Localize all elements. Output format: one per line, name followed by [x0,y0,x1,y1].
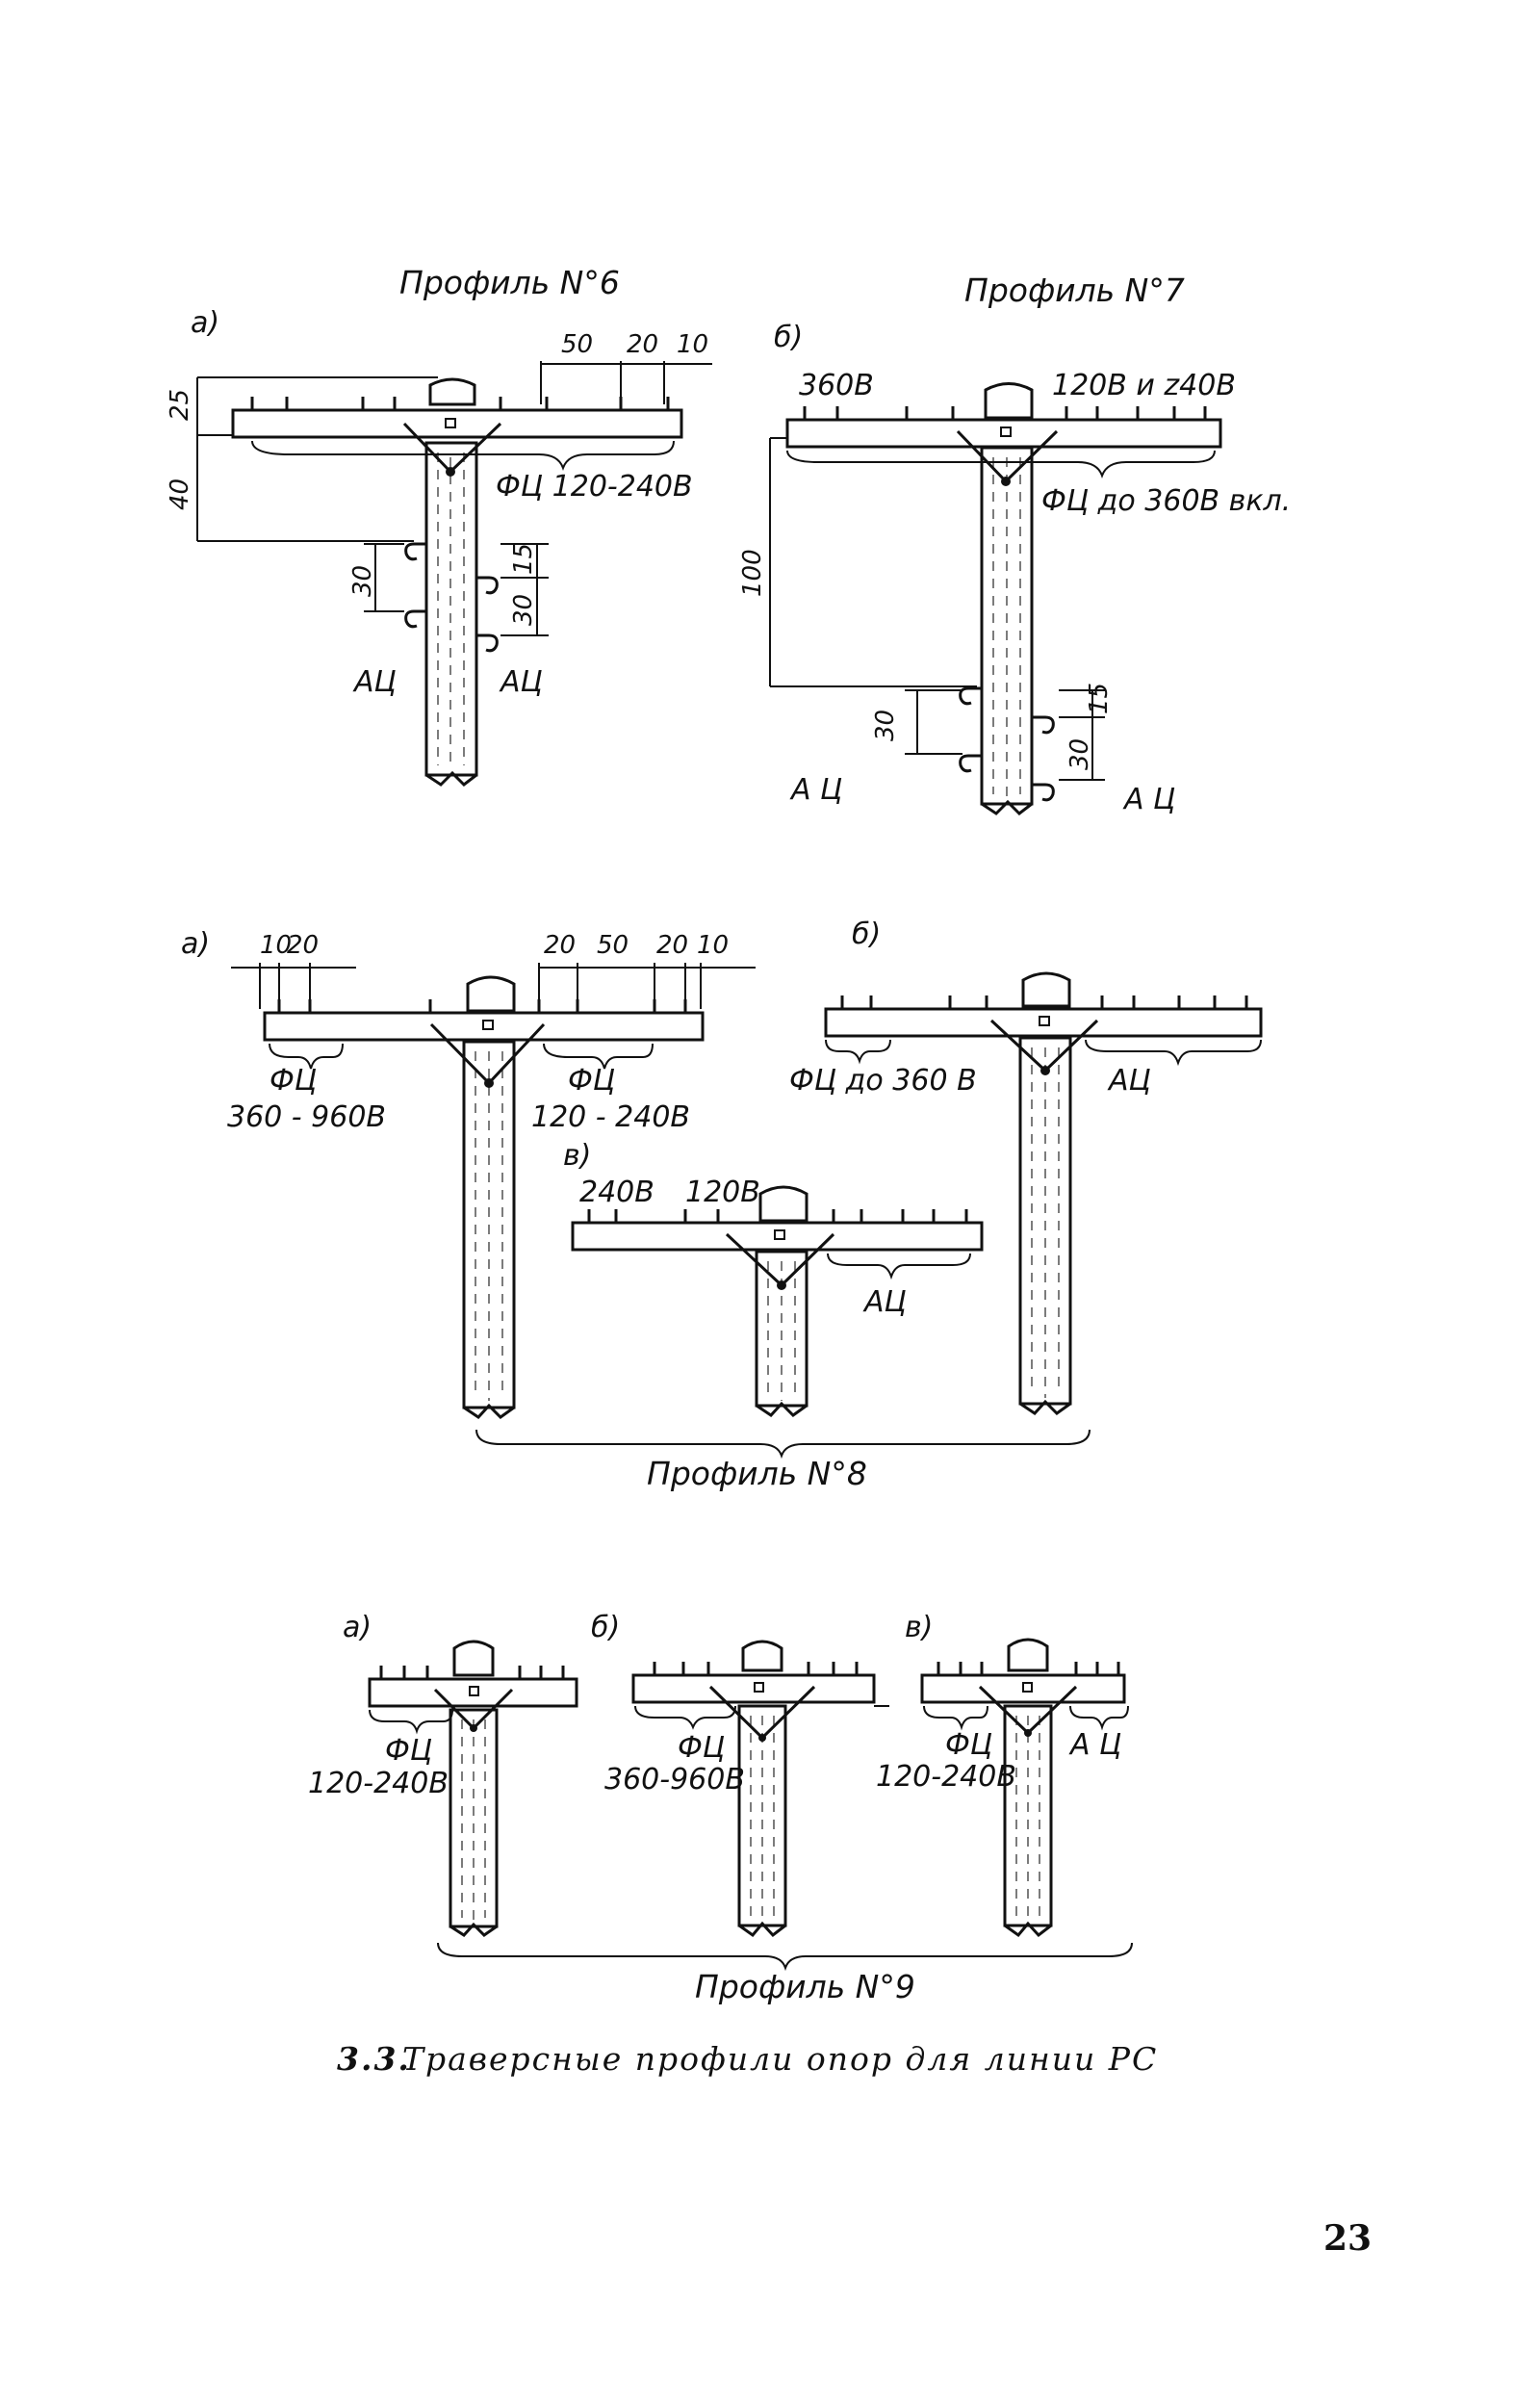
crossarm-8b [824,1007,1263,1038]
profile-8v-v1: 240В [579,1176,654,1209]
profile-9b: б) ФЦ 360-960В [591,1611,889,1938]
pole-7 [980,382,1034,815]
profile-8a-fc-left: ФЦ [270,1064,317,1098]
crossarm-9a [368,1677,578,1708]
dim-40: 40 [166,478,194,510]
pole-6 [424,377,478,787]
dim-25: 25 [166,389,194,421]
hooks-7 [959,686,1055,802]
dim-100: 100 [738,549,767,597]
dim-20: 20 [627,330,658,359]
hooks-6 [404,542,499,653]
fc-brace-6 [251,440,675,471]
profile-8b-letter: б) [852,918,881,951]
profile-7-ac-left: А Ц [789,773,842,807]
profile-9-brace [437,1942,1133,1972]
crossarm-7 [785,418,1222,449]
profile-8b-ac-label: АЦ [1107,1064,1151,1098]
profile-7-voltage-120-240: 120В и z40В [1052,369,1236,402]
hook-dim-30-right: 30 [509,594,538,626]
profile-8v-ac-label: АЦ [862,1285,907,1319]
hook-dim-15: 15 [509,543,538,575]
profile-6-title: Профиль N°6 [399,264,620,301]
profile-9b-range: 360-960В [604,1763,745,1797]
bolt-6 [445,418,456,428]
profile-9a-letter: а) [343,1611,372,1644]
dim-8a-r50: 50 [597,931,629,960]
profile-8a-letter: а) [181,927,210,961]
fc-brace-7 [786,450,1216,478]
profile-8b-fc-label: ФЦ до 360 В [789,1064,977,1098]
profile-6-letter: а) [191,306,219,340]
profile-7-letter: б) [774,321,803,354]
profile-8b: б) ФЦ до 360 В АЦ [789,918,1263,1415]
dim-8a-r10: 10 [697,931,729,960]
profile-7-title: Профиль N°7 [964,271,1185,309]
profile-9b-fc: ФЦ [678,1731,725,1765]
pole-8b [1018,971,1072,1415]
crossarm-9v [920,1673,1126,1704]
figure-caption: 3.3. Траверсные профили опор для линии Р… [337,2040,1158,2078]
profile-7-ac-right: А Ц [1122,783,1175,816]
profile-8: а) 10 20 20 50 20 10 ФЦ 360 - 960В [181,918,1263,1492]
profile-9a: а) ФЦ 120-240В [308,1611,578,1937]
hook-dim-30-left-7: 30 [871,710,900,741]
profile-9a-range: 120-240В [308,1767,449,1800]
profile-9b-letter: б) [591,1611,620,1644]
hook-dim-30-right-7: 30 [1065,738,1094,770]
profile-8a-fc-left-range: 360 - 960В [227,1100,386,1134]
profile-8-brace [475,1429,1091,1460]
dim-8a-10: 10 [260,931,292,960]
dim-8a-r20a: 20 [544,931,576,960]
profile-9: а) ФЦ 120-240В б) [308,1611,1133,2005]
caption-number: 3.3. [337,2040,411,2078]
hook-dim-30-left: 30 [348,565,377,597]
profile-8v-letter: в) [563,1139,591,1173]
profile-8a-fc-right: ФЦ [568,1064,615,1098]
caption-text: Траверсные профили опор для линии РС [402,2040,1158,2078]
profile-6: Профиль N°6 а) ФЦ 120-240В 50 20 10 25 4… [166,264,712,787]
profile-8a: а) 10 20 20 50 20 10 ФЦ 360 - 960В [181,927,756,1419]
profile-7-fc-label: ФЦ до 360В вкл. [1041,484,1291,518]
profile-9-title: Профиль N°9 [695,1968,915,2005]
pole-8v [755,1185,808,1417]
profile-7-voltage-360: 360В [799,369,874,402]
profile-8-title: Профиль N°8 [647,1455,867,1492]
profile-9a-fc: ФЦ [385,1734,432,1768]
crossarm-8v [571,1221,984,1252]
profile-6-fc-label: ФЦ 120-240В [496,470,693,504]
profile-7: Профиль N°7 б) 360В 120В и z40В ФЦ до 36… [738,271,1291,816]
profile-9v-letter: в) [905,1611,933,1644]
profile-8a-fc-right-range: 120 - 240В [531,1100,690,1134]
profile-8v-v2: 120В [685,1176,760,1209]
dim-10: 10 [677,330,708,359]
pins-7 [803,406,1207,420]
profile-6-ac-left: АЦ [352,665,397,699]
profile-9v: в) ФЦ 120-240В А Ц [876,1611,1129,1938]
profile-9v-range: 120-240В [876,1760,1016,1794]
pole-8a [462,975,516,1419]
crossarm-6 [231,408,683,439]
hook-dim-15-7: 15 [1085,683,1114,714]
profile-6-ac-right: АЦ [499,665,543,699]
page-number: 23 [1323,2218,1372,2259]
dim-50: 50 [561,330,593,359]
dim-8a-r20b: 20 [656,931,688,960]
profile-8v: в) 240В 120В АЦ [563,1139,984,1417]
profile-9v-fc: ФЦ [945,1728,992,1762]
dim-8a-20: 20 [287,931,319,960]
profile-9v-ac: А Ц [1068,1728,1121,1762]
